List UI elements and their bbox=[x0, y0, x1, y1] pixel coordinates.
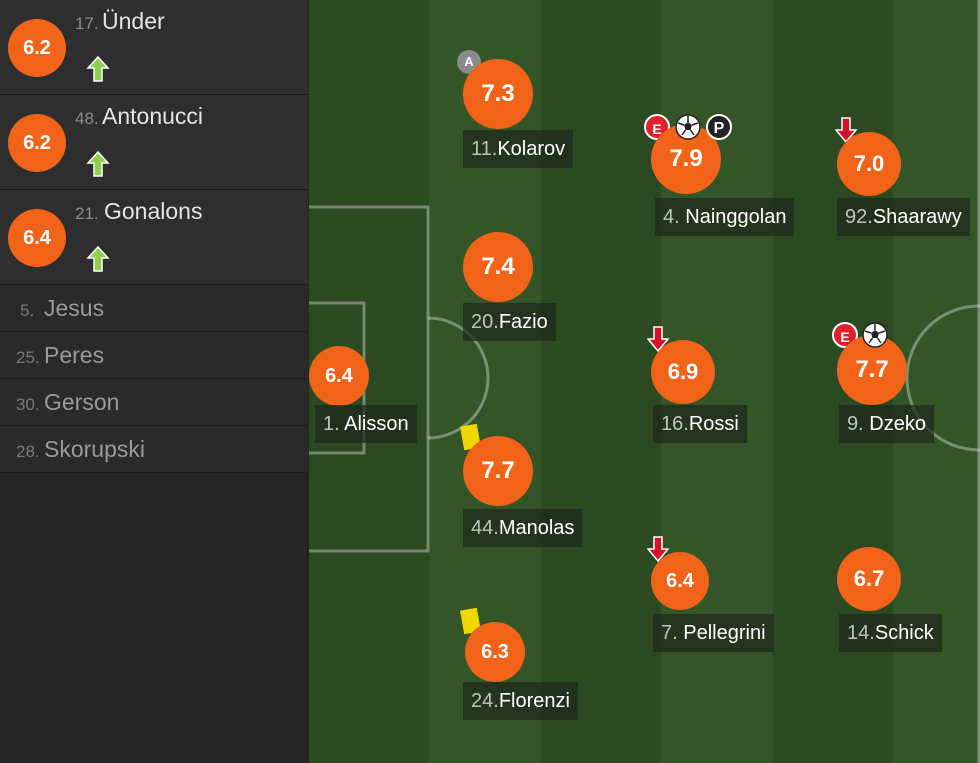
player-tag: 44.Manolas bbox=[463, 509, 583, 547]
sub-in-arrow-icon bbox=[86, 150, 110, 177]
rating-badge: 6.9 bbox=[651, 340, 715, 404]
player-number: 17. bbox=[75, 14, 99, 33]
rating-badge: 6.2 bbox=[8, 114, 66, 172]
player-name: Skorupski bbox=[44, 436, 145, 462]
player-tag: 24.Florenzi bbox=[463, 682, 578, 720]
bench-row[interactable]: 25. Peres bbox=[0, 332, 308, 379]
bench-row[interactable]: 30. Gerson bbox=[0, 379, 308, 426]
rating-badge: 6.4 bbox=[651, 552, 709, 610]
player-tag: 7. Pellegrini bbox=[653, 614, 774, 652]
rating-badge: 7.0 bbox=[837, 132, 901, 196]
bench-row[interactable]: 5. Jesus bbox=[0, 285, 308, 332]
sub-in-arrow-icon bbox=[86, 245, 110, 272]
player-tag: 4. Nainggolan bbox=[655, 198, 795, 236]
player-name: Gonalons bbox=[104, 198, 203, 224]
rating-badge: 6.4 bbox=[309, 346, 369, 406]
pitch: 6.4 1. Alisson A 7.3 11.Kolarov 7.4 20.F… bbox=[309, 0, 980, 763]
player-number: 30. bbox=[16, 395, 40, 414]
substitute-row[interactable]: 6.2 17. Ünder bbox=[0, 0, 308, 95]
p-badge-icon: P bbox=[706, 114, 732, 140]
rating-badge: 6.4 bbox=[8, 209, 66, 267]
player-number: 5. bbox=[20, 301, 35, 320]
player-name: Ünder bbox=[102, 8, 165, 34]
rating-badge: 7.4 bbox=[463, 232, 533, 302]
goal-ball-icon bbox=[675, 114, 701, 140]
sub-out-arrow-icon bbox=[647, 536, 669, 562]
player-tag: 14.Schick bbox=[839, 614, 942, 652]
rating-badge: 6.7 bbox=[837, 547, 901, 611]
rating-badge: 6.2 bbox=[8, 19, 66, 77]
player-tag: 20.Fazio bbox=[463, 303, 556, 341]
player-name: Gerson bbox=[44, 389, 120, 415]
player-tag: 16.Rossi bbox=[653, 405, 747, 443]
player-number: 25. bbox=[16, 348, 40, 367]
rating-badge: 7.7 bbox=[463, 436, 533, 506]
bench-row[interactable]: 28. Skorupski bbox=[0, 426, 308, 473]
player-tag: 9. Dzeko bbox=[839, 405, 934, 443]
player-tag: 92.Shaarawy bbox=[837, 198, 970, 236]
substitute-row[interactable]: 6.2 48. Antonucci bbox=[0, 95, 308, 190]
player-number: 28. bbox=[16, 442, 40, 461]
player-name: Jesus bbox=[44, 295, 105, 321]
player-name: Peres bbox=[44, 342, 105, 368]
sub-in-arrow-icon bbox=[86, 55, 110, 82]
player-number: 21. bbox=[75, 204, 99, 223]
player-tag: 11.Kolarov bbox=[463, 130, 574, 168]
substitute-row[interactable]: 6.4 21. Gonalons bbox=[0, 190, 308, 285]
rating-badge: 7.7 bbox=[837, 335, 907, 405]
player-tag: 1. Alisson bbox=[315, 405, 417, 443]
rating-badge: 7.3 bbox=[463, 59, 533, 129]
rating-badge: 6.3 bbox=[465, 622, 525, 682]
goal-ball-icon bbox=[862, 322, 888, 348]
player-number: 48. bbox=[75, 109, 99, 128]
substitutes-panel: 6.2 17. Ünder 6.2 48. Antonucci 6.4 21. … bbox=[0, 0, 308, 763]
sub-out-arrow-icon bbox=[647, 326, 669, 352]
player-name: Antonucci bbox=[102, 103, 204, 129]
